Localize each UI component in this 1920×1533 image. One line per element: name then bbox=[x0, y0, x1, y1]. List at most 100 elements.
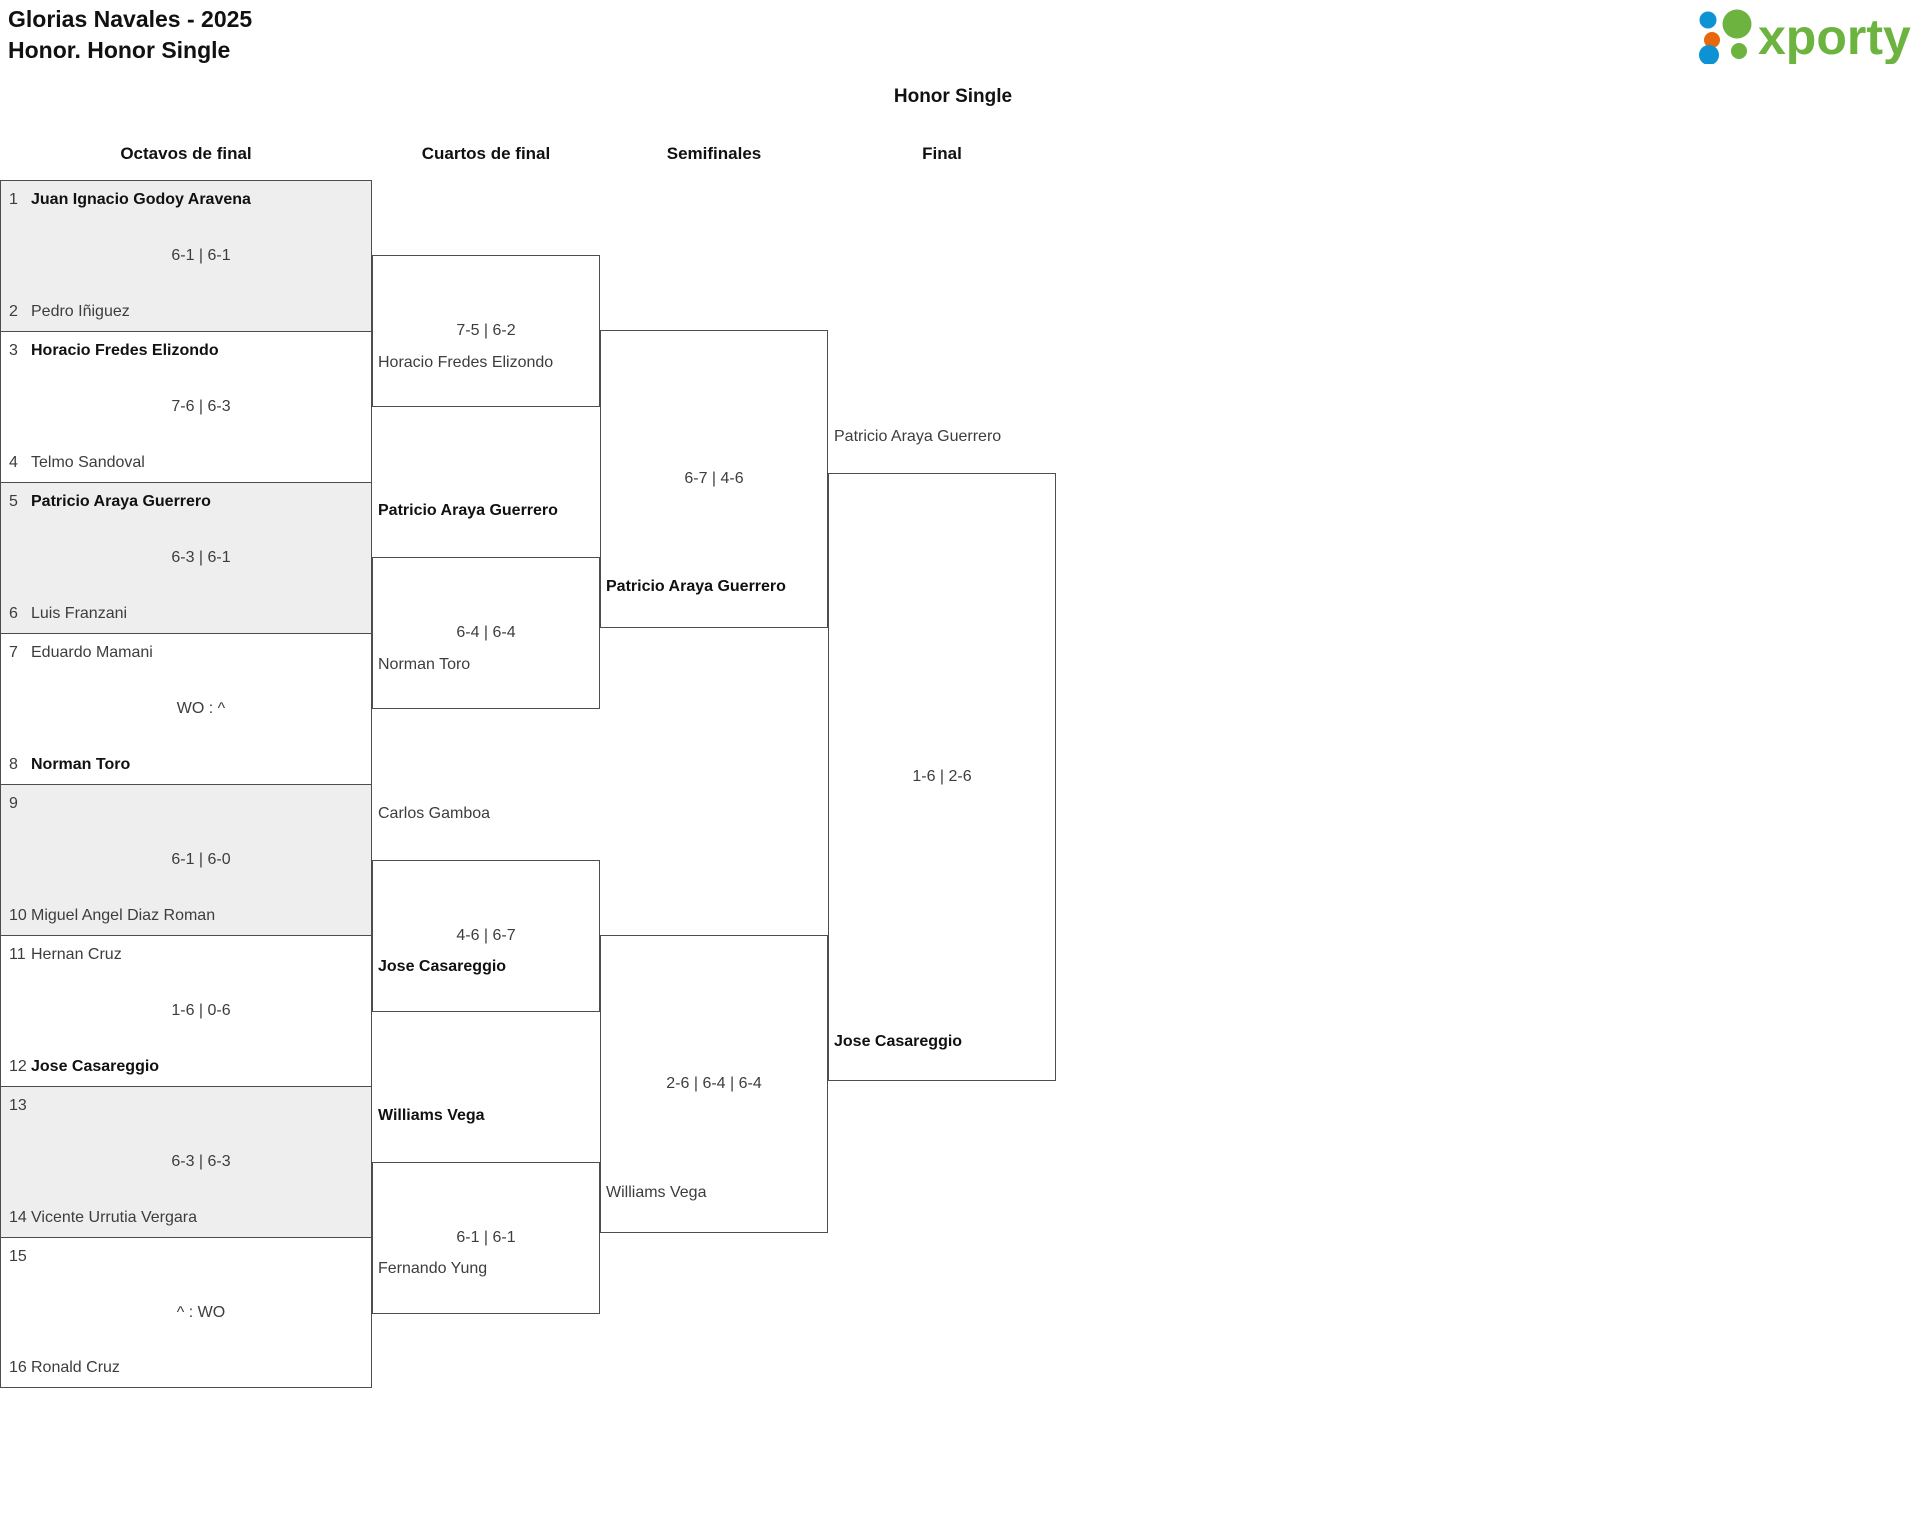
player-name: Horacio Fredes Elizondo bbox=[31, 342, 219, 359]
logo-dot-orange bbox=[1704, 32, 1720, 48]
r1-match-2[interactable]: 3 Horacio Fredes Elizondo 7-6 | 6-3 4 Te… bbox=[0, 331, 372, 482]
r1-m7-top-player[interactable]: 13 bbox=[1, 1097, 371, 1115]
bracket-title: Honor Single bbox=[0, 86, 1920, 108]
r1-m6-score: 1-6 | 0-6 bbox=[171, 1002, 231, 1019]
r1-match-5[interactable]: 9 6-1 | 6-0 10 Miguel Angel Diaz Roman bbox=[0, 784, 372, 935]
seed-number: 6 bbox=[9, 605, 18, 622]
r2-m3-advancing-player[interactable]: Jose Casareggio bbox=[378, 958, 507, 975]
seed-number: 16 bbox=[9, 1359, 27, 1376]
round-header-octavos: Octavos de final bbox=[120, 144, 252, 163]
r1-m8-bottom-player[interactable]: 16 Ronald Cruz bbox=[1, 1359, 371, 1377]
category-name: Honor. Honor Single bbox=[8, 37, 231, 64]
seed-number: 2 bbox=[9, 303, 18, 320]
r2-m4-top-player[interactable]: Williams Vega bbox=[378, 1107, 485, 1124]
xporty-logo-svg: xporty bbox=[1699, 9, 1911, 65]
seed-number: 11 bbox=[9, 946, 26, 963]
r1-match-3[interactable]: 5 Patricio Araya Guerrero 6-3 | 6-1 6 Lu… bbox=[0, 482, 372, 633]
logo-dot-blue-bottom bbox=[1699, 45, 1719, 65]
bracket-title-text: Honor Single bbox=[893, 86, 1013, 107]
r1-m6-bottom-player[interactable]: 12 Jose Casareggio bbox=[1, 1058, 371, 1076]
r1-m8-score: ^ : WO bbox=[176, 1303, 226, 1321]
r1-match-4[interactable]: 7 Eduardo Mamani WO : ^ 8 Norman Toro bbox=[0, 633, 372, 784]
r1-m4-score: WO : ^ bbox=[176, 700, 226, 717]
r1-m4-bottom-player[interactable]: 8 Norman Toro bbox=[1, 756, 371, 774]
r1-m7-bottom-player[interactable]: 14 Vicente Urrutia Vergara bbox=[1, 1209, 371, 1227]
player-name: Ronald Cruz bbox=[31, 1359, 120, 1376]
logo-dot-green-large bbox=[1722, 9, 1752, 39]
r2-match-2-box[interactable]: 6-4 | 6-4 bbox=[372, 557, 600, 709]
page-title: Glorias Navales - 2025 Honor. Honor Sing… bbox=[8, 4, 252, 66]
round-header-final: Final bbox=[922, 144, 962, 163]
r1-m5-bottom-player[interactable]: 10 Miguel Angel Diaz Roman bbox=[1, 907, 371, 925]
r1-match-1[interactable]: 1 Juan Ignacio Godoy Aravena 6-1 | 6-1 2… bbox=[0, 180, 372, 331]
r1-m8-top-player[interactable]: 15 bbox=[1, 1248, 371, 1266]
r2-m2-score: 6-4 | 6-4 bbox=[456, 624, 516, 641]
r2-m2-top-player[interactable]: Patricio Araya Guerrero bbox=[378, 502, 558, 519]
r2-m3-top-player[interactable]: Carlos Gamboa bbox=[378, 805, 491, 822]
r3-m2-advancing-player[interactable]: Jose Casareggio bbox=[834, 1033, 963, 1050]
player-name: Norman Toro bbox=[31, 756, 131, 773]
r1-m6-top-player[interactable]: 11 Hernan Cruz bbox=[1, 946, 371, 964]
seed-number: 3 bbox=[9, 342, 18, 359]
player-name: Jose Casareggio bbox=[31, 1058, 160, 1075]
round-header-cuartos: Cuartos de final bbox=[421, 144, 551, 163]
seed-number: 12 bbox=[9, 1058, 27, 1075]
r1-m7-score: 6-3 | 6-3 bbox=[171, 1153, 231, 1170]
logo-dot-green-small bbox=[1731, 43, 1747, 59]
r1-m3-bottom-player[interactable]: 6 Luis Franzani bbox=[1, 605, 371, 623]
player-name: Eduardo Mamani bbox=[31, 644, 153, 661]
r4-final-score: 1-6 | 2-6 bbox=[912, 768, 972, 785]
logo-wordmark: xporty bbox=[1758, 9, 1911, 64]
r2-m4-score: 6-1 | 6-1 bbox=[456, 1229, 516, 1246]
r3-m1-advancing-player[interactable]: Patricio Araya Guerrero bbox=[834, 428, 1002, 445]
r1-match-6[interactable]: 11 Hernan Cruz 1-6 | 0-6 12 Jose Casareg… bbox=[0, 935, 372, 1086]
r2-match-3-box[interactable]: 4-6 | 6-7 bbox=[372, 860, 600, 1012]
player-name: Vicente Urrutia Vergara bbox=[31, 1209, 198, 1226]
r4-final-box[interactable]: 1-6 | 2-6 bbox=[828, 473, 1056, 1081]
r3-m1-bottom-player[interactable]: Patricio Araya Guerrero bbox=[606, 578, 786, 595]
r2-m1-advancing-player[interactable]: Horacio Fredes Elizondo bbox=[378, 354, 554, 371]
player-name: Luis Franzani bbox=[31, 605, 128, 622]
seed-number: 10 bbox=[9, 907, 27, 924]
r1-m3-top-player[interactable]: 5 Patricio Araya Guerrero bbox=[1, 493, 371, 511]
r2-m2-advancing-player[interactable]: Norman Toro bbox=[378, 656, 471, 673]
r1-m2-top-player[interactable]: 3 Horacio Fredes Elizondo bbox=[1, 342, 371, 360]
r1-match-7[interactable]: 13 6-3 | 6-3 14 Vicente Urrutia Vergara bbox=[0, 1086, 372, 1237]
player-name: Miguel Angel Diaz Roman bbox=[31, 907, 216, 924]
r2-m3-score: 4-6 | 6-7 bbox=[456, 927, 516, 944]
r3-m1-score: 6-7 | 4-6 bbox=[684, 470, 744, 487]
player-name: Patricio Araya Guerrero bbox=[31, 493, 211, 510]
r1-m2-bottom-player[interactable]: 4 Telmo Sandoval bbox=[1, 454, 371, 472]
r1-m5-top-player[interactable]: 9 bbox=[1, 795, 371, 813]
logo-dot-blue-top bbox=[1699, 11, 1717, 29]
r1-m1-bottom-player[interactable]: 2 Pedro Iñiguez bbox=[1, 303, 371, 321]
seed-number: 4 bbox=[9, 454, 18, 471]
r1-m1-top-player[interactable]: 1 Juan Ignacio Godoy Aravena bbox=[1, 191, 371, 209]
r3-m2-score: 2-6 | 6-4 | 6-4 bbox=[666, 1075, 762, 1092]
r1-match-8[interactable]: 15 ^ : WO 16 Ronald Cruz bbox=[0, 1237, 372, 1388]
seed-number: 7 bbox=[9, 644, 18, 661]
r2-m1-score: 7-5 | 6-2 bbox=[456, 322, 516, 339]
r1-m4-top-player[interactable]: 7 Eduardo Mamani bbox=[1, 644, 371, 662]
seed-number: 13 bbox=[9, 1097, 27, 1114]
r3-m2-bottom-player[interactable]: Williams Vega bbox=[606, 1184, 707, 1201]
seed-number: 1 bbox=[9, 191, 18, 208]
r2-match-4-box[interactable]: 6-1 | 6-1 bbox=[372, 1162, 600, 1314]
player-name: Juan Ignacio Godoy Aravena bbox=[31, 191, 251, 208]
r2-match-1-box[interactable]: 7-5 | 6-2 bbox=[372, 255, 600, 407]
r3-match-2-box[interactable]: 2-6 | 6-4 | 6-4 bbox=[600, 935, 828, 1233]
seed-number: 5 bbox=[9, 493, 18, 510]
tournament-name: Glorias Navales - 2025 bbox=[8, 6, 253, 32]
r1-m3-score: 6-3 | 6-1 bbox=[171, 549, 231, 566]
seed-number: 9 bbox=[9, 795, 18, 812]
r1-m2-score: 7-6 | 6-3 bbox=[171, 398, 231, 415]
r1-m1-score: 6-1 | 6-1 bbox=[171, 247, 231, 264]
seed-number: 15 bbox=[9, 1248, 27, 1265]
seed-number: 8 bbox=[9, 756, 18, 773]
r2-m4-advancing-player[interactable]: Fernando Yung bbox=[378, 1260, 488, 1277]
xporty-logo[interactable]: xporty bbox=[1692, 6, 1912, 65]
player-name: Pedro Iñiguez bbox=[31, 303, 130, 320]
round-header-semifinales: Semifinales bbox=[666, 144, 762, 163]
r3-match-1-box[interactable]: 6-7 | 4-6 bbox=[600, 330, 828, 628]
